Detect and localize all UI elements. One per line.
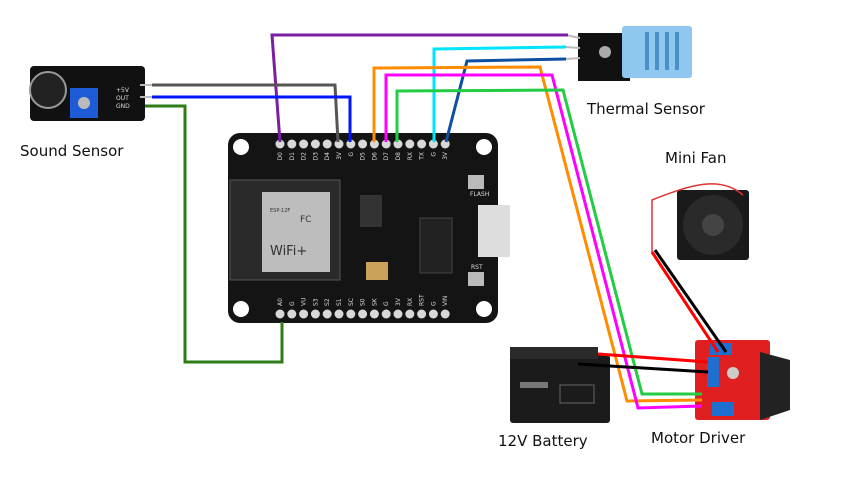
board-pin-label: S2	[324, 298, 331, 306]
board-pin-label: G	[430, 301, 437, 306]
board-pin-label: D8	[395, 152, 402, 161]
board-pin	[393, 309, 403, 319]
flash-button[interactable]	[468, 175, 484, 189]
wires	[145, 33, 728, 410]
board-pin	[299, 309, 309, 319]
nodemcu-board: WiFi+ FC ESP-12F FLASH RST D0 D1 D2 D3 D4 3V G…	[228, 133, 510, 323]
board-pin-label: 3V	[442, 151, 449, 160]
board-pin	[358, 309, 368, 319]
wire-dark-blue	[444, 57, 567, 143]
wire-battery-black	[577, 362, 709, 374]
thermal-sensor-module	[565, 26, 692, 81]
sound-sensor-label: Sound Sensor	[20, 142, 124, 160]
board-pin-label: D3	[312, 152, 319, 161]
board-pin	[369, 309, 379, 319]
mini-fan	[651, 183, 749, 260]
wire-magenta	[384, 73, 703, 410]
board-pin	[428, 139, 438, 149]
board-pin	[287, 309, 297, 319]
board-pin-label: VU	[301, 298, 308, 307]
board-pin-label: 3V	[336, 151, 343, 160]
wire-battery-red	[597, 352, 709, 364]
rst-label: RST	[471, 264, 483, 271]
board-pin-label: S1	[336, 298, 343, 306]
board-pin	[346, 309, 356, 319]
mini-fan-label: Mini Fan	[665, 149, 727, 167]
wire-gray	[152, 83, 340, 143]
board-pin-label: RST	[419, 294, 426, 306]
board-pin-label: 3V	[395, 297, 402, 306]
board-pin	[310, 139, 320, 149]
board-pin-label: D1	[289, 152, 296, 161]
board-pin	[322, 309, 332, 319]
board-pin-label: S0	[360, 298, 367, 306]
board-pin-label: G	[348, 152, 355, 157]
module-text: WiFi+	[270, 244, 307, 259]
board-pin-label: G	[289, 301, 296, 306]
board-pin	[287, 139, 297, 149]
wire-fan-red	[650, 251, 720, 353]
board-pin	[275, 309, 285, 319]
board-pin-label: VIN	[442, 296, 449, 306]
board-pin	[417, 139, 427, 149]
sound-pin-label: +5V	[116, 87, 130, 94]
board-pin-label: S3	[312, 298, 319, 306]
rst-button[interactable]	[468, 272, 484, 286]
wire-fan-black	[653, 249, 728, 353]
board-pin	[417, 309, 427, 319]
sound-sensor-module: +5V OUT GND	[29, 66, 155, 121]
fc-text: FC	[300, 215, 311, 225]
sound-pin-label: OUT	[116, 95, 129, 102]
board-pin-label: SC	[348, 298, 355, 306]
board-pin-label: G	[383, 301, 390, 306]
wire-purple	[270, 33, 568, 143]
board-pin-label: RX	[407, 298, 414, 306]
battery	[510, 347, 610, 423]
wire-cyan	[432, 45, 567, 142]
board-pin	[358, 139, 368, 149]
wire-orange	[372, 65, 703, 403]
board-pin	[405, 139, 415, 149]
board-pin-label: D2	[301, 152, 308, 161]
board-pin	[299, 139, 309, 149]
board-pin-label: D4	[324, 152, 331, 161]
sound-pin-label: GND	[116, 103, 130, 110]
model-text: ESP-12F	[270, 208, 290, 214]
motor-driver-label: Motor Driver	[651, 429, 746, 447]
board-pin	[440, 309, 450, 319]
board-pin-label: SK	[371, 297, 378, 306]
board-pin	[334, 309, 344, 319]
board-pin-label: RX	[407, 152, 414, 160]
wire-dark-green	[145, 104, 284, 364]
board-pin	[405, 309, 415, 319]
wire-blue	[152, 95, 352, 142]
thermal-sensor-label: Thermal Sensor	[586, 100, 706, 118]
wire-green	[395, 88, 702, 396]
battery-label: 12V Battery	[498, 432, 588, 450]
board-pin-label: TX	[419, 152, 426, 161]
board-pin	[381, 139, 391, 149]
board-pin-label: D5	[360, 152, 367, 161]
board-pin	[322, 139, 332, 149]
board-pin	[369, 139, 379, 149]
board-pin	[275, 139, 285, 149]
board-pin	[428, 309, 438, 319]
board-pin-label: G	[430, 152, 437, 157]
board-pin-label: A0	[277, 298, 284, 306]
board-pin	[381, 309, 391, 319]
board-pin-label: D6	[371, 152, 378, 161]
motor-driver	[695, 340, 790, 420]
board-pin-label: D7	[383, 152, 390, 161]
board-pin	[310, 309, 320, 319]
flash-label: FLASH	[470, 191, 489, 198]
board-pin-label: D0	[277, 152, 284, 161]
